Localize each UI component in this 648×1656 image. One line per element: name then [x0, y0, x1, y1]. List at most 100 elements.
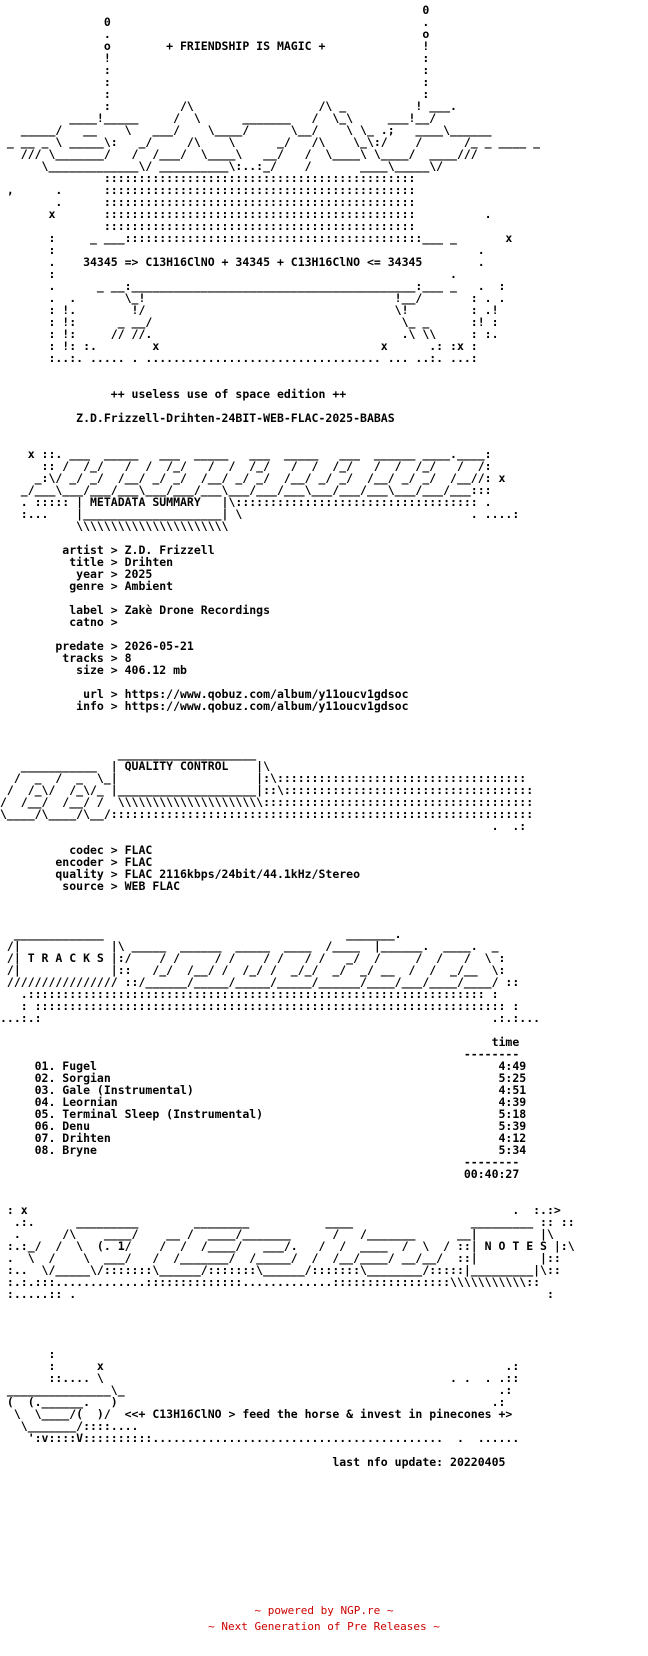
nfo-line: 03. Gale (Instrumental) 4:51 [0, 1083, 527, 1097]
nfo-line: ____________________ [0, 747, 257, 761]
nfo-line: time [0, 1035, 520, 1049]
nfo-line: ____!_____ / \ _______ / \_\ ___!__/ [0, 111, 437, 125]
footer-powered-by: ~ powered by NGP.re ~ [254, 1604, 394, 1617]
nfo-line [0, 1180, 648, 1192]
nfo-line: ::::::::::::::::::::::::::::::::::::::::… [0, 219, 416, 233]
nfo-line: -------- [0, 1155, 520, 1169]
nfo-text: 0 0 . . o o + FRIENDSHIP IS MAGIC + ! [0, 4, 648, 1528]
nfo-line: .:::::::::::::::::::::::::::::::::::::::… [0, 987, 499, 1001]
nfo-line [0, 1336, 648, 1348]
nfo-line: //////////////// ::/______/_____/_____/_… [0, 975, 520, 989]
nfo-line: artist > Z.D. Frizzell [0, 543, 215, 557]
nfo-line: : !: :. x x .: :x : [0, 339, 478, 353]
nfo-line: . _ __:_________________________________… [0, 279, 506, 293]
nfo-line: year > 2025 [0, 567, 153, 581]
nfo-line [0, 712, 648, 724]
nfo-line: : !: // //. .\ \\ : :. [0, 327, 499, 341]
nfo-line: x ::::::::::::::::::::::::::::::::::::::… [0, 207, 492, 221]
nfo-line [0, 1480, 648, 1492]
nfo-line: 0 [0, 4, 430, 17]
nfo-line: . ::::: | METADATA SUMMARY |\:::::::::::… [0, 495, 492, 509]
nfo-line: . \ / \ ___/ / /_______/ /_____/ / /__/_… [0, 1251, 561, 1265]
nfo-line: : !. !/ \! : .! [0, 303, 499, 317]
nfo-line: Z.D.Frizzell-Drihten-24BIT-WEB-FLAC-2025… [0, 411, 395, 425]
nfo-line: quality > FLAC 2116kbps/24bit/44.1kHz/St… [0, 867, 361, 881]
nfo-line [0, 892, 648, 904]
nfo-line: _ __ _ \ _____\: _/ /\ \ _/ /\ \_\:/ / /… [0, 135, 541, 149]
nfo-line: 02. Sorgian 5:25 [0, 1071, 527, 1085]
nfo-line: :.:_/ / \ (. 1/ / / /____/ ___/. / / ___… [0, 1239, 575, 1253]
nfo-line: /| T R A C K S |:/ / / / / / / / / _/ / … [0, 951, 506, 965]
nfo-line: \\\\\\\\\\\\\\\\\\\\\\ [0, 519, 229, 533]
nfo-line: ! : [0, 51, 430, 65]
nfo-line: / /_\/ /_\/_ |____________________|::\::… [0, 783, 534, 797]
nfo-line: source > WEB FLAC [0, 879, 181, 893]
nfo-line: info > https://www.qobuz.com/album/y11ou… [0, 699, 409, 713]
nfo-line: ::.... \ . . . .:: [0, 1371, 520, 1385]
nfo-line: codec > FLAC [0, 843, 153, 857]
nfo-line: encoder > FLAC [0, 855, 153, 869]
nfo-line: label > Zakè Drone Recordings [0, 603, 271, 617]
nfo-line: ':v::::V::::::::::......................… [0, 1431, 520, 1445]
nfo-line: \_____________\/ __________\:..:_/ / ___… [0, 159, 444, 173]
nfo-line: : [0, 1347, 56, 1361]
nfo-line [0, 1300, 648, 1312]
nfo-line: \_______/::::.... [0, 1419, 139, 1433]
nfo-line: last nfo update: 20220405 [0, 1455, 506, 1469]
nfo-line: . . \_! !__/ : . . [0, 291, 506, 305]
nfo-line [0, 424, 648, 436]
nfo-line: . 34345 => C13H16ClNO + 34345 + C13H16Cl… [0, 255, 485, 269]
nfo-line [0, 1492, 648, 1504]
nfo-line: . o [0, 27, 430, 41]
nfo-line: :..:. ..... . ..........................… [0, 351, 478, 365]
nfo-line: _______________\_ .: [0, 1383, 513, 1397]
nfo-line: ___________ | QUALITY CONTROL |\ [0, 759, 271, 773]
nfo-line: : ::::::::::::::::::::::::::::::::::::::… [0, 999, 520, 1013]
nfo-line: 08. Bryne 5:34 [0, 1143, 527, 1157]
nfo-line: : : [0, 87, 430, 101]
nfo-line: : _ ___:::::::::::::::::::::::::::::::::… [0, 231, 513, 245]
nfo-line: ...:.: .:.:... [0, 1011, 541, 1025]
nfo-line: 00:40:27 [0, 1167, 520, 1181]
nfo-line [0, 724, 648, 736]
nfo-line: ::::::::::::::::::::::::::::::::::::::::… [0, 171, 416, 185]
nfo-line: : : [0, 63, 430, 77]
nfo-line: : !: _ __/ \_ _ :! : [0, 315, 499, 329]
nfo-line: /| |:: /_/ /__/ / /_/ / _/_/ _/ _/ __ / … [0, 963, 506, 977]
nfo-line: 04. Leornian 4:39 [0, 1095, 527, 1109]
nfo-line: :.. \/_____\/:::::::\______/:::::::\____… [0, 1263, 561, 1277]
nfo-line: / _ / _ \_| |:\:::::::::::::::::::::::::… [0, 771, 527, 785]
nfo-line: x ::. ___ _____ ___ _____ ___ _____ ___ … [0, 447, 492, 461]
nfo-line: . ::::::::::::::::::::::::::::::::::::::… [0, 195, 416, 209]
nfo-line: /| |\ _____ ______ _____ ____ /____ |___… [0, 939, 499, 953]
nfo-line [0, 1504, 648, 1516]
nfo-line: ++ useless use of space edition ++ [0, 387, 347, 401]
nfo-line: 06. Denu 5:39 [0, 1119, 527, 1133]
nfo-line: size > 406.12 mb [0, 663, 187, 677]
nfo-line [0, 364, 648, 376]
nfo-line: :.....:: . : [0, 1287, 554, 1301]
nfo-line: . .: [0, 819, 527, 833]
nfo-line [0, 1468, 648, 1480]
nfo-line [0, 1312, 648, 1324]
nfo-line: 01. Fugel 4:49 [0, 1059, 527, 1073]
nfo-line: 05. Terminal Sleep (Instrumental) 5:18 [0, 1107, 527, 1121]
footer-tagline: ~ Next Generation of Pre Releases ~ [208, 1620, 440, 1633]
nfo-line: . /\ ____/ __ / ____/_______ / /_______ … [0, 1227, 554, 1241]
nfo-line: _/___\___/___/___\___/___/___\___/___/__… [0, 483, 492, 497]
nfo-line: 07. Drihten 4:12 [0, 1131, 527, 1145]
nfo-line: 0 . [0, 15, 430, 29]
nfo-line: _____________ _______. [0, 927, 402, 941]
nfo-line: : . [0, 243, 485, 257]
nfo-line: : : [0, 75, 430, 89]
nfo-line: \ \____/( )/ <<+ C13H16ClNO > feed the h… [0, 1407, 513, 1421]
nfo-line: _____/ __ \ ___/ \____/ \__/ \ \_ .; ___… [0, 123, 492, 137]
nfo-line [0, 904, 648, 916]
nfo-line: /// \_______/ / /___/ \____\ __/ / \____… [0, 147, 478, 161]
nfo-line: catno > [0, 615, 118, 629]
nfo-line: \____/\____/\__/::::::::::::::::::::::::… [0, 807, 534, 821]
nfo-line: predate > 2026-05-21 [0, 639, 194, 653]
nfo-line: : /\ /\ _ ! ___. [0, 99, 457, 113]
nfo-line: .:. _________ ________ ____ _________ ::… [0, 1215, 575, 1229]
nfo-line: o + FRIENDSHIP IS MAGIC + ! [0, 39, 430, 53]
